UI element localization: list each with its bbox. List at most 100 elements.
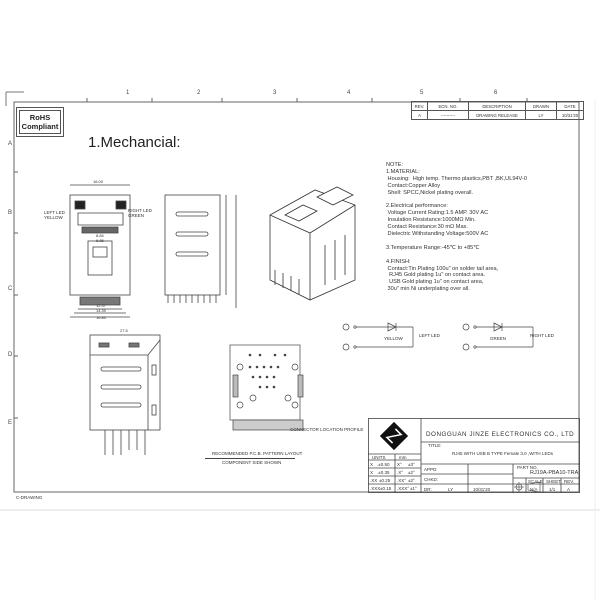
note-line: 3.Temperature Range:-45℃ to +85℃ <box>386 244 480 251</box>
units-value: mm <box>399 455 407 460</box>
description-value: DRAWING RELEASE <box>468 110 526 120</box>
column-label: 1 <box>126 90 130 96</box>
title-label: TITLE: <box>428 443 442 448</box>
isometric-view-drawing <box>269 186 356 301</box>
led-schematic <box>342 322 534 351</box>
chkd-label: CHKD: <box>424 477 439 482</box>
note-line: 30u" min Ni underplating over all. <box>386 286 470 293</box>
note-line <box>386 252 527 259</box>
section-title: 1.Mechancial: <box>88 134 181 151</box>
header-date: DATE <box>556 101 584 111</box>
right-led-label: RIGHT LED <box>128 208 152 213</box>
date-value: 10/31'20 <box>556 110 584 120</box>
tolerance-x: X <box>370 462 374 467</box>
front-view-drawing: 16.00 8.84 6.85 12.37 14.30 16.80 <box>69 179 131 320</box>
left-led-label: LEFT LED <box>44 210 65 215</box>
note-line: 4.FINISH: <box>386 258 411 265</box>
note-line: 1.MATERIAL: <box>386 168 420 175</box>
note-line: Shell: SPCC,Nickel plating overall. <box>386 189 474 196</box>
svg-text:12.37: 12.37 <box>96 303 107 308</box>
revision-header-row: REV. ECN. NO. DESCRIPTION DRAWN DATE <box>411 101 584 111</box>
header-drawn: DRAWN <box>525 101 557 111</box>
title-block-frame <box>368 418 580 493</box>
column-label: 4 <box>347 90 351 96</box>
tolerance-ang: .X° <box>397 470 404 475</box>
tolerance-xx: .XX <box>370 478 378 483</box>
connector-location-label: CONNECTOR LOCATION PROFILE <box>290 427 364 432</box>
svg-text:6.85: 6.85 <box>96 238 105 243</box>
row-label: C <box>8 286 13 292</box>
right-led-color: GREEN <box>128 213 145 218</box>
svg-text:8.84: 8.84 <box>96 233 105 238</box>
note-line: Contact Resistance:30 mΩ Max. <box>386 224 468 231</box>
svg-text:27.5: 27.5 <box>120 328 129 333</box>
row-label: B <box>8 210 13 216</box>
note-line: Contact:Tin Plating 100u" on solder tail… <box>386 265 499 272</box>
part-no: RJ19A-PBA10-TRA <box>530 470 579 476</box>
left-led-color-label: YELLOW <box>384 336 403 341</box>
rev-label: REV. <box>564 479 575 484</box>
revision-row: A ---------- DRAWING RELEASE LY 10/31'20 <box>411 110 584 120</box>
rev-value: A <box>567 487 571 492</box>
tolerance-xx-value: ±0.25 <box>379 478 391 483</box>
row-label: E <box>8 420 13 426</box>
right-led-schematic-label: RIGHT LED <box>530 333 554 338</box>
rohs-line2: Compliant <box>21 122 59 131</box>
note-line: Dielectric Withstanding Voltage:500V AC <box>386 231 489 238</box>
tolerance-ang: .XX° <box>397 478 407 483</box>
ecn-value: ---------- <box>427 110 469 120</box>
left-led-color: YELLOW <box>44 215 63 220</box>
units-label: UNITS <box>372 455 386 460</box>
notes-heading: NOTE: <box>386 162 404 168</box>
tolerance-ang: X° <box>397 462 402 467</box>
product-title: RJ45 WITH USB B TYPE Female 3.0 ,WITH LE… <box>452 451 553 456</box>
note-line: Voltage Current Rating:1.5 AMP. 30V AC <box>386 210 489 217</box>
appd-label: APPD: <box>424 467 438 472</box>
note-line: Contact:Copper Alloy <box>386 182 441 189</box>
pcb-caption: RECOMMENDED P.C.B. PATTERN LAYOUT <box>212 451 303 456</box>
note-line: RJ45 Gold plating 1u" on contact area. <box>386 272 486 279</box>
rear-view-drawing: 27.5 <box>89 328 161 455</box>
sheet-value: 1/1 <box>549 487 556 492</box>
row-label: A <box>8 141 13 147</box>
header-rev: REV. <box>411 101 428 111</box>
rev-value: A <box>411 110 428 120</box>
tolerance-x-value: .±0.50 <box>377 462 390 467</box>
column-label: 5 <box>420 90 424 96</box>
dr-label: DR: <box>424 487 432 492</box>
sheet-label: SHEET <box>546 479 562 484</box>
tolerance-xxx-value: ±0.15 <box>380 486 392 491</box>
tolerance-ang: .XXX° <box>397 486 410 491</box>
pcb-layout-drawing <box>229 344 304 431</box>
dr-value: LY <box>448 487 454 492</box>
column-label: 6 <box>494 90 498 96</box>
left-led-schematic-label: LEFT LED <box>419 333 440 338</box>
rohs-badge: RoHS Compliant <box>16 107 64 137</box>
tolerance-xxx: .XXX <box>370 486 381 491</box>
pcb-caption-divider <box>205 458 295 459</box>
company-name: DONGGUAN JINZE ELECTRONICS CO., LTD <box>426 431 575 438</box>
svg-text:16.00: 16.00 <box>93 179 104 184</box>
tolerance-ang-value: ±2° <box>408 470 415 475</box>
part-no-label: PART NO. <box>517 465 538 470</box>
notes-block: NOTE:1.MATERIAL: Housing: High temp. The… <box>386 162 527 293</box>
tolerance-x: X <box>370 470 374 475</box>
tolerance-ang-value: ±3° <box>408 462 415 467</box>
right-led-color-label: GREEN <box>490 336 507 341</box>
svg-text:16.80: 16.80 <box>96 315 107 320</box>
note-line: Housing: High temp. Thermo plastics,PBT … <box>386 175 527 182</box>
row-label: D <box>8 352 13 358</box>
dr-date: 10/31'20 <box>473 487 491 492</box>
note-line: Insulation Resistance:1000MΩ Min. <box>386 217 476 224</box>
column-label: 2 <box>197 90 201 96</box>
drawing-size-label: C-DRAWING <box>16 495 43 500</box>
rohs-line1: RoHS <box>29 113 51 122</box>
tolerance-ang-value: ±1° <box>410 486 417 491</box>
header-ecn: ECN. NO. <box>427 101 469 111</box>
revision-table: REV. ECN. NO. DESCRIPTION DRAWN DATE A -… <box>411 101 584 120</box>
column-label: 3 <box>273 90 277 96</box>
note-line: USB Gold plating 1u" on contact area, <box>386 279 484 286</box>
svg-text:14.30: 14.30 <box>96 308 107 313</box>
